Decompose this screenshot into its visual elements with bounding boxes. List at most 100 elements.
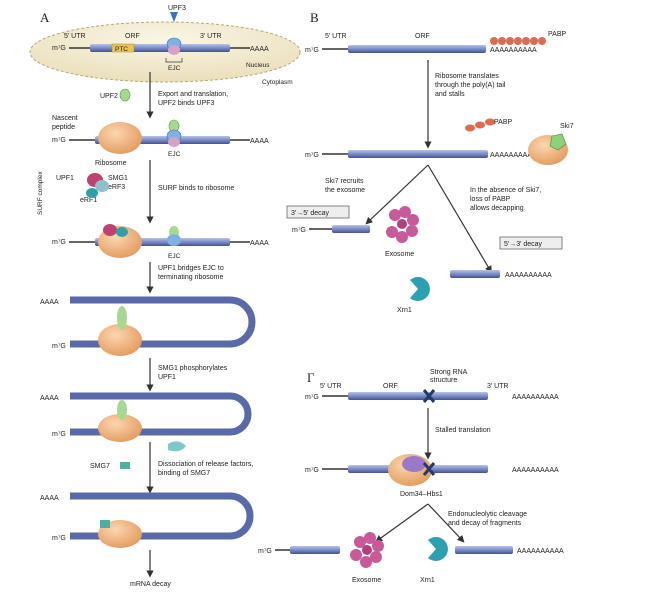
a-utr5-label: 5′ UTR xyxy=(64,33,86,40)
g-polya-3: AAAAAAAAAA xyxy=(517,548,564,555)
b-cap-3: m⁷G xyxy=(292,227,306,234)
smg7-icon xyxy=(120,462,130,469)
nascent-label-1: Nascent xyxy=(52,115,78,122)
release-factor-icon xyxy=(168,441,186,452)
step-g-endo-1: Endonucleolytic cleavage xyxy=(448,511,527,518)
dom34-label: Dom34–Hbs1 xyxy=(400,491,443,498)
g-cap-1: m⁷G xyxy=(305,394,319,401)
exosome-subunit-icon xyxy=(372,540,384,552)
ski7-label: Ski7 xyxy=(560,123,574,130)
g-polya-1: AAAAAAAAAA xyxy=(512,394,559,401)
arrow-g-left xyxy=(375,503,429,543)
b-orf-label: ORF xyxy=(415,33,430,40)
b-polya-2: AAAAAAAAA xyxy=(490,152,532,159)
xrn1-label-b: Xrn1 xyxy=(397,307,412,314)
a-cap-label-1: m⁷G xyxy=(52,45,66,52)
exosome-subunit-icon xyxy=(406,225,418,237)
smg7-bound-icon xyxy=(100,520,110,528)
b-cap-2: m⁷G xyxy=(305,152,319,159)
erf1-icon xyxy=(86,188,98,198)
b-mrna-1 xyxy=(348,45,486,53)
upf3-arrow-icon xyxy=(170,12,178,22)
xrn1-label-g: Xrn1 xyxy=(420,577,435,584)
a-cap-loop-1: m⁷G xyxy=(52,343,66,350)
exosome-subunit-icon xyxy=(362,545,372,555)
b-utr5-label: 5′ UTR xyxy=(325,33,347,40)
smg1-label: SMG1 xyxy=(108,175,128,182)
decay35-label: 3′→5′ decay xyxy=(291,210,330,217)
panel-a: A Nucleus Cytoplasm 5′ UTR ORF 3′ UTR UP… xyxy=(29,5,301,588)
step-surf: SURF binds to ribosome xyxy=(158,185,234,192)
xrn1-icon-b xyxy=(410,277,430,301)
step-b-absence-2: loss of PABP xyxy=(470,196,511,203)
mrna-loop-1 xyxy=(70,296,256,348)
pabp-chain xyxy=(490,37,546,45)
ribosome-icon-4 xyxy=(98,414,142,442)
g-orf-label: ORF xyxy=(383,383,398,390)
a-cap-loop-3: m⁷G xyxy=(52,535,66,542)
pabp-icon xyxy=(522,37,530,45)
nucleus-label: Nucleus xyxy=(246,62,270,69)
ejc-label-1: EJC xyxy=(168,65,181,72)
cytoplasm-label: Cytoplasm xyxy=(262,79,293,86)
g-mrna-1 xyxy=(348,392,488,400)
arrow-b-right xyxy=(427,164,492,274)
upf1-icon-2 xyxy=(103,224,117,236)
erf3-icon xyxy=(95,180,109,192)
upf2-icon xyxy=(119,88,131,102)
arrow-g-right xyxy=(427,503,465,543)
step-decay: mRNA decay xyxy=(130,581,171,588)
decay53-box xyxy=(499,236,563,250)
arrow-b-left xyxy=(365,164,429,225)
g-cap-3: m⁷G xyxy=(258,548,272,555)
step-b-translate-2: through the poly(A) tail xyxy=(435,82,506,89)
b-mrna-fragment-2 xyxy=(450,270,500,278)
panel-g-letter: Γ xyxy=(307,370,315,385)
exosome-icon-b xyxy=(386,206,419,243)
a-polya-3: AAAA xyxy=(250,240,269,247)
a-cap-label-2: m⁷G xyxy=(52,137,66,144)
exosome-subunit-icon xyxy=(399,206,411,218)
ejc-icon-1 xyxy=(168,45,180,55)
rna-structure-icon xyxy=(422,389,436,403)
ribosome-icon-1 xyxy=(98,122,142,154)
exosome-subunit-icon xyxy=(364,532,376,544)
exosome-subunit-icon xyxy=(397,219,407,229)
exosome-subunit-icon xyxy=(360,556,372,568)
pabp-free-icon xyxy=(465,124,475,132)
exosome-subunit-icon xyxy=(370,551,382,563)
a-polya-2: AAAA xyxy=(250,138,269,145)
exosome-subunit-icon xyxy=(354,536,366,548)
pabp-icon xyxy=(506,37,514,45)
upf3-label: UPF3 xyxy=(168,5,186,12)
upf3-icon-3 xyxy=(167,234,181,246)
step-export-1: Export and translation, xyxy=(158,91,228,98)
pabp-free-icon xyxy=(475,121,485,129)
panel-b: B 5′ UTR ORF PABP m⁷G AAAAAAAAAA Ribosom… xyxy=(286,10,574,314)
upf-bridge-icon-1 xyxy=(117,306,127,330)
b-mrna-fragment-1 xyxy=(332,225,370,233)
a-orf-label: ORF xyxy=(125,33,140,40)
g-polya-2: AAAAAAAAAA xyxy=(512,467,559,474)
g-mrna-fragment-1 xyxy=(290,546,340,554)
smg7-label: SMG7 xyxy=(90,463,110,470)
pabp-icon xyxy=(498,37,506,45)
exosome-icon-g xyxy=(350,532,384,568)
g-utr5-label: 5′ UTR xyxy=(320,383,342,390)
ejc-bracket-1 xyxy=(165,58,183,63)
ejc-icon-2 xyxy=(168,137,180,147)
step-export-2: UPF2 binds UPF3 xyxy=(158,100,215,107)
erf3-label: eRF3 xyxy=(108,184,125,191)
erf1-icon-2 xyxy=(116,227,128,237)
a-polya-loop-3: AAAA xyxy=(40,495,59,502)
pabp-icon xyxy=(514,37,522,45)
ribosome-icon-3 xyxy=(98,324,142,356)
ptc-box xyxy=(111,43,135,53)
surf-complex-label: SURF complex xyxy=(37,171,44,215)
g-strong-rna-1: Strong RNA xyxy=(430,369,468,376)
b-polya-3: AAAAAAAAAA xyxy=(505,272,552,279)
g-utr3-label: 3′ UTR xyxy=(487,383,509,390)
step-bridge-2: terminating ribosome xyxy=(158,274,223,281)
pabp-icon xyxy=(490,37,498,45)
a-polya-loop-2: AAAA xyxy=(40,395,59,402)
